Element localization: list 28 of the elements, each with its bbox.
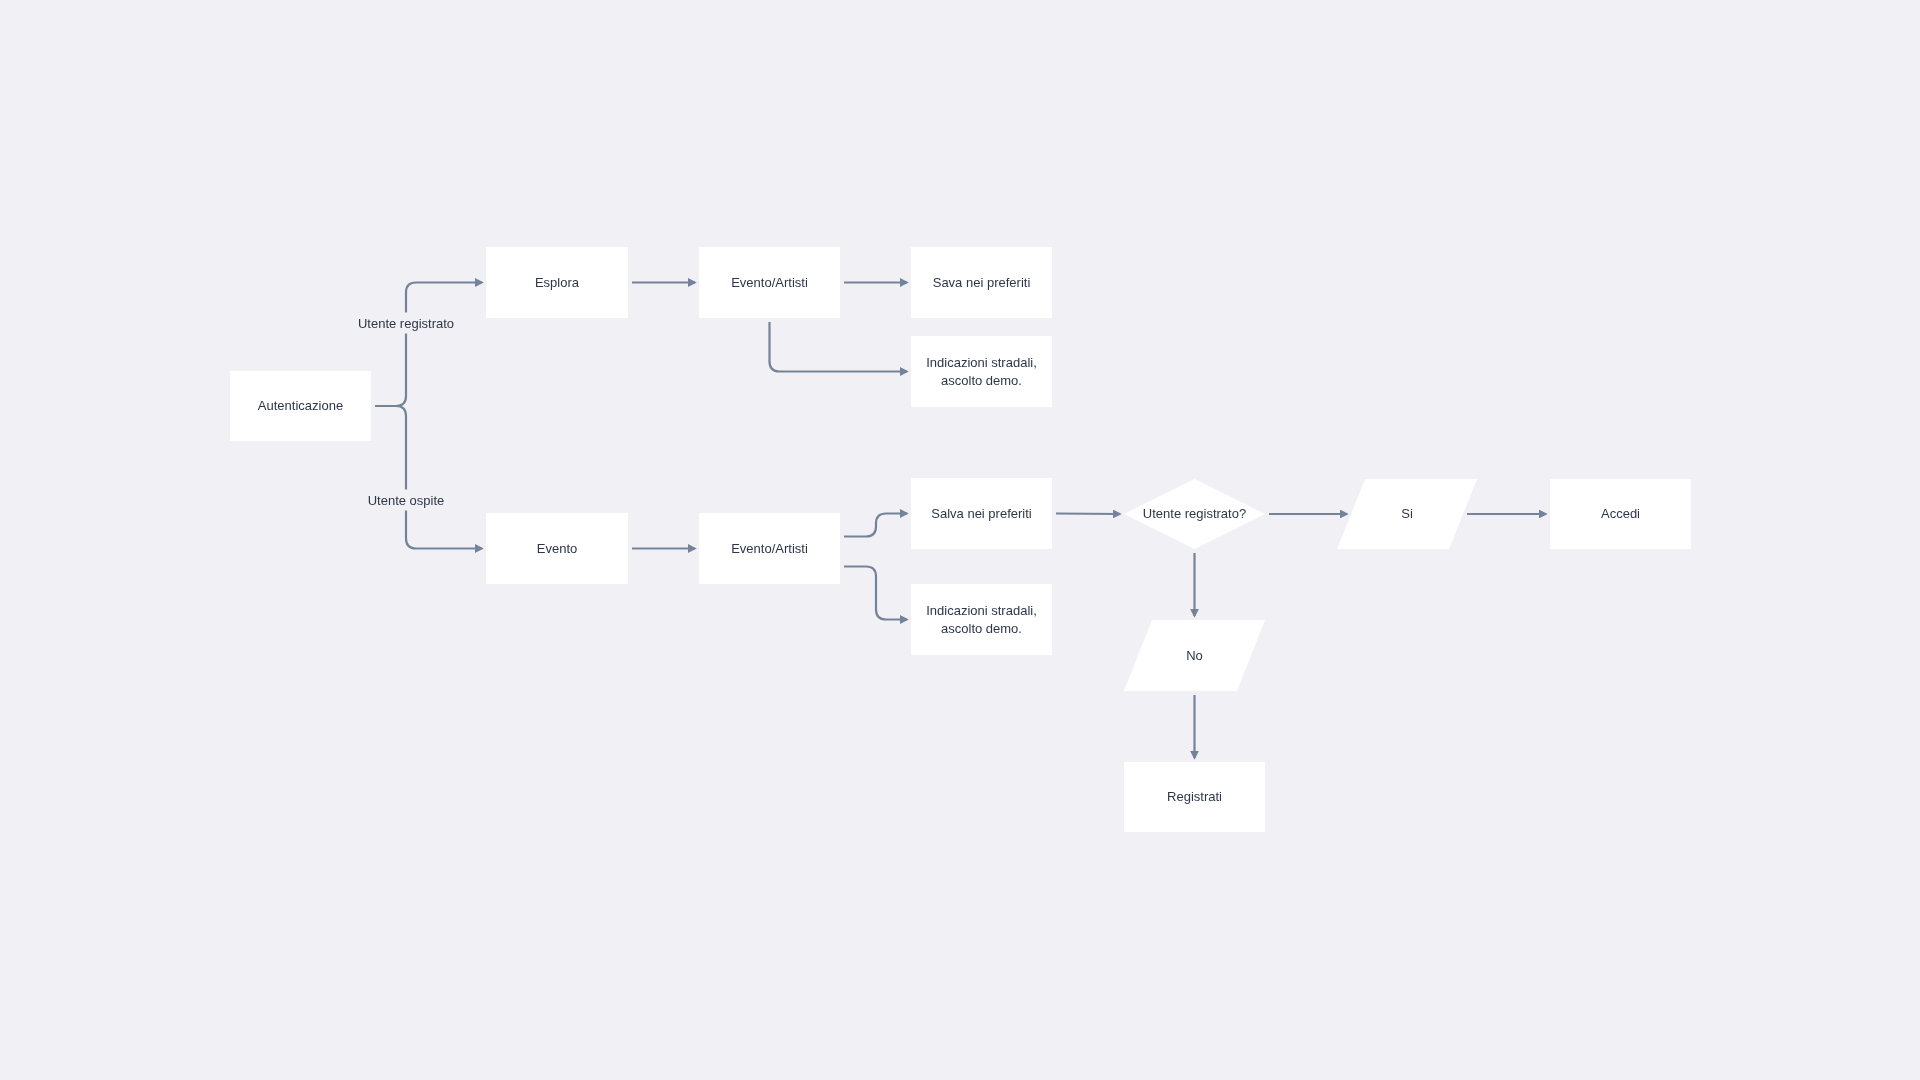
node-label: Sava nei preferiti — [932, 273, 1031, 292]
arrow — [1269, 509, 1349, 519]
arrow — [844, 509, 909, 538]
node-label: Autenticazione — [257, 397, 344, 415]
arrow — [1190, 553, 1199, 618]
node-label: Utente registrato? — [1142, 505, 1247, 523]
node-label: No — [1186, 646, 1203, 665]
data-parallelogram — [1337, 479, 1477, 549]
arrow — [844, 278, 909, 287]
arrow — [1190, 695, 1199, 760]
arrow — [768, 322, 909, 376]
arrow — [632, 544, 697, 553]
arrow — [632, 278, 697, 287]
node-label: Evento/Artisti — [731, 539, 808, 558]
node-label: Si — [1401, 505, 1413, 523]
arrow — [375, 404, 484, 553]
arrow — [1056, 509, 1122, 519]
node-label: Registrati — [1167, 788, 1222, 806]
arrow — [844, 565, 909, 624]
node-label: Accedi — [1601, 505, 1640, 523]
node-label: Evento — [536, 539, 578, 558]
node-label: Evento/Artisti — [731, 273, 808, 292]
edge-label: Utente ospite — [365, 489, 447, 511]
arrow — [1467, 509, 1548, 519]
node-label: Salva nei preferiti — [931, 504, 1032, 523]
node-label: Esplora — [534, 273, 580, 292]
node-label: Indicazioni stradali, ascolto demo. — [925, 601, 1038, 638]
node-label: Indicazioni stradali, ascolto demo. — [925, 353, 1038, 390]
